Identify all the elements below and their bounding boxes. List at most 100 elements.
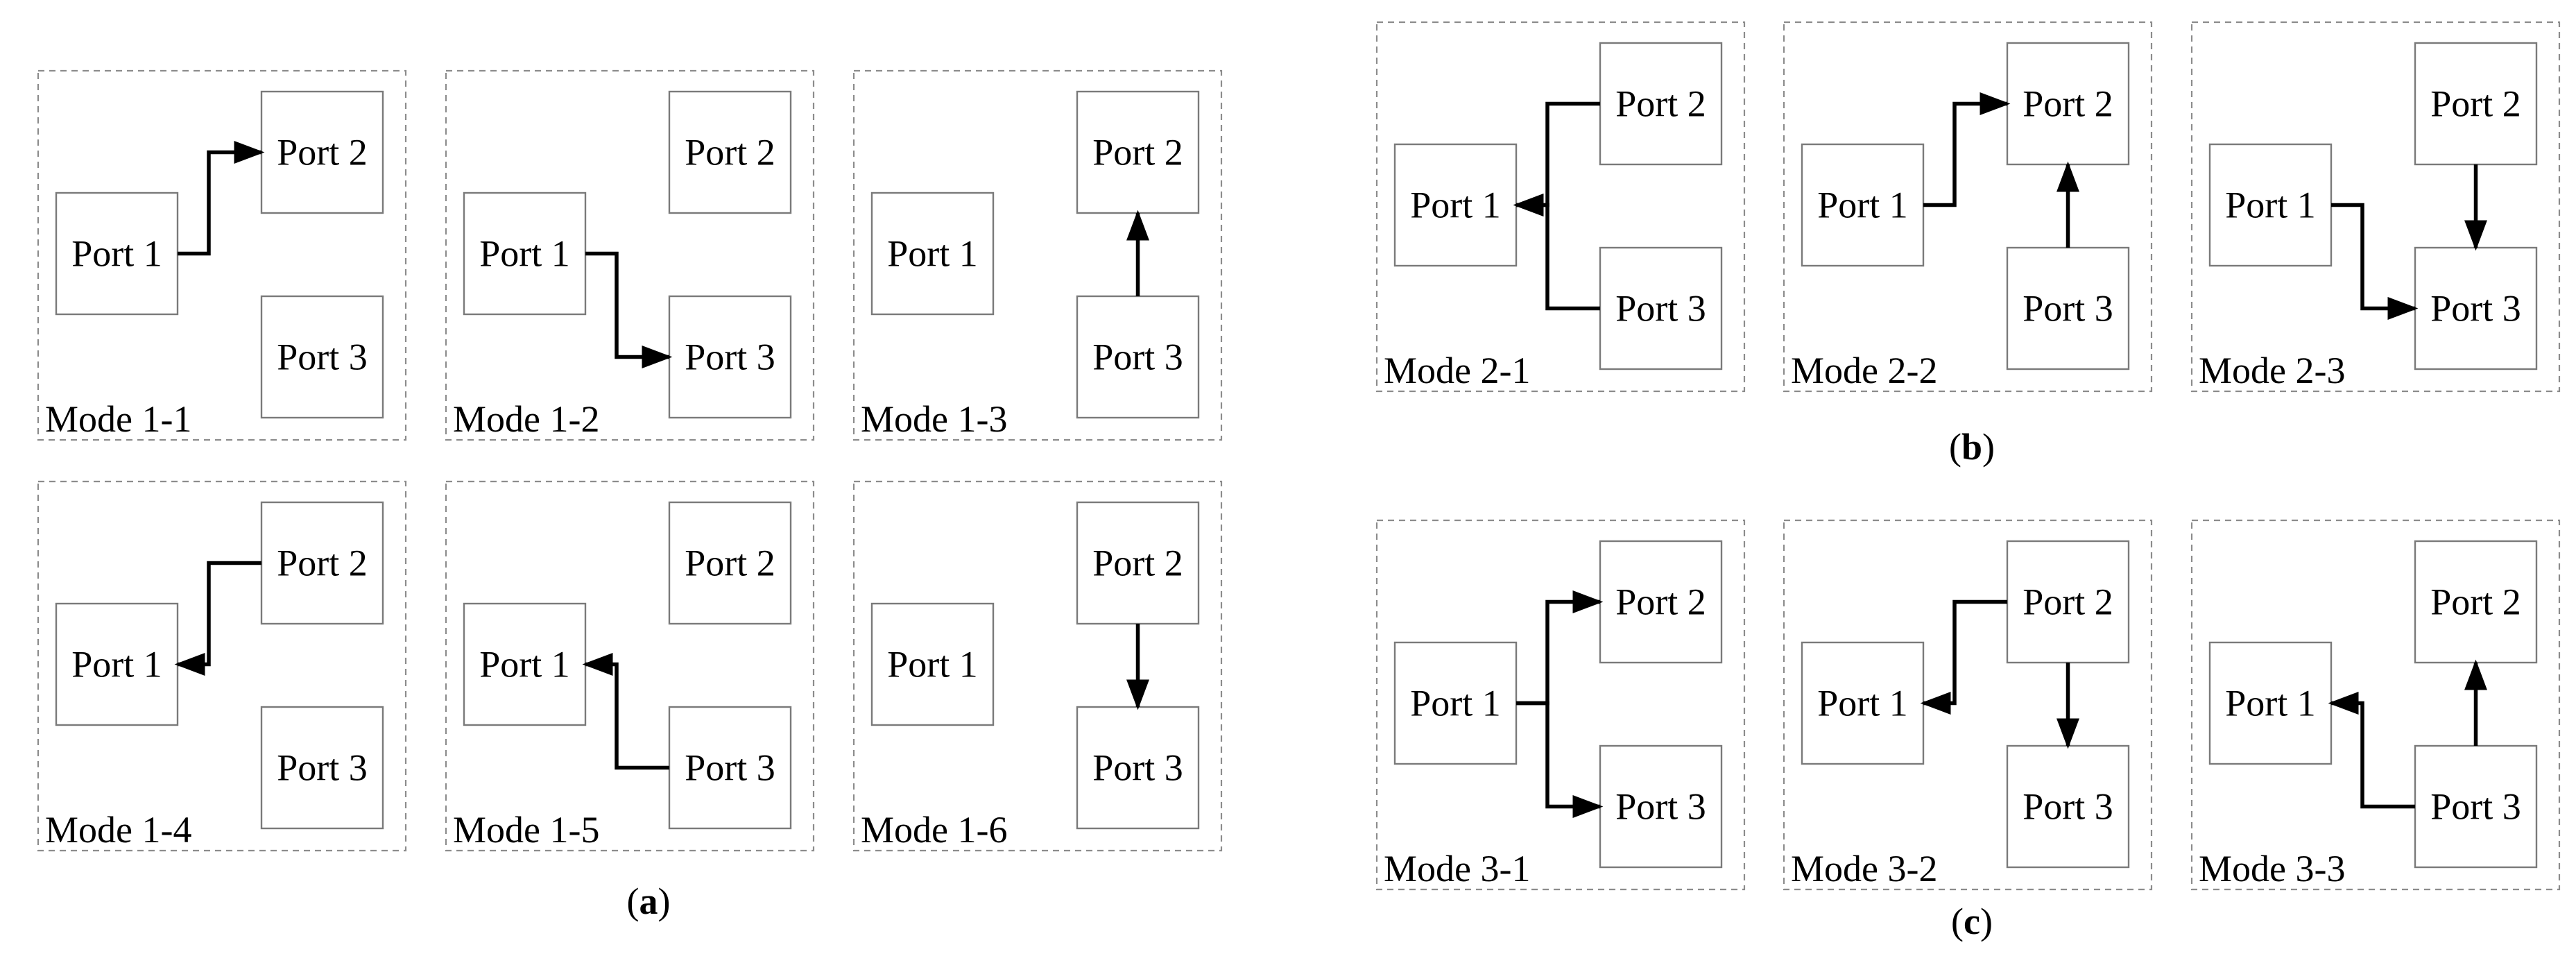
- port-port-3: Port 3: [1599, 246, 1723, 370]
- port-box: [668, 501, 792, 625]
- mode-label: Mode 3-1: [1384, 848, 1530, 889]
- port-port-2: Port 2: [1599, 540, 1723, 664]
- mode-label: Mode 1-3: [861, 398, 1007, 440]
- caption-letter: a: [639, 880, 658, 922]
- port-label: Port 1: [887, 644, 978, 685]
- mode-label: Mode 2-2: [1791, 350, 1937, 391]
- arrow-port-1-to-port-2: [1923, 92, 2011, 207]
- panel-mode-3-2: Port 1 Port 2 Port 3 Mode 3-2: [1783, 519, 2153, 891]
- panel-frame: [852, 69, 1223, 441]
- panel-frame: [37, 480, 407, 852]
- caption-letter: c: [1964, 901, 1980, 942]
- mode-label: Mode 1-6: [861, 809, 1007, 851]
- port-port-1: Port 1: [2208, 143, 2333, 267]
- port-label: Port 2: [2430, 581, 2521, 623]
- caption-letter: b: [1961, 426, 1982, 468]
- port-port-2: Port 2: [2414, 42, 2538, 166]
- port-port-2: Port 2: [2006, 42, 2130, 166]
- port-label: Port 1: [2225, 185, 2316, 226]
- port-label: Port 3: [277, 747, 368, 789]
- caption-close-paren: ): [1980, 901, 1993, 942]
- port-port-1: Port 1: [2208, 641, 2333, 765]
- mode-label: Mode 3-3: [2199, 848, 2345, 889]
- captions-layer: (a)(b)(c): [627, 426, 1995, 942]
- port-port-2: Port 2: [1076, 501, 1200, 625]
- port-box: [2208, 143, 2333, 267]
- port-port-3: Port 3: [1599, 744, 1723, 869]
- port-port-3: Port 3: [1076, 295, 1200, 419]
- port-label: Port 1: [1817, 185, 1908, 226]
- port-box: [1076, 295, 1200, 419]
- arrow-port-1-to-port-3: [585, 251, 673, 368]
- port-port-1: Port 1: [463, 191, 587, 316]
- caption-close-paren: ): [658, 880, 671, 922]
- port-label: Port 3: [277, 336, 368, 378]
- panel-frame: [1783, 21, 2153, 393]
- port-port-1: Port 1: [463, 602, 587, 726]
- arrow-port-3-to-port-1: [582, 653, 669, 770]
- caption-a: (a): [627, 880, 671, 922]
- port-box: [668, 90, 792, 214]
- port-port-3: Port 3: [260, 295, 384, 419]
- mode-label: Mode 3-2: [1791, 848, 1937, 889]
- panel-mode-2-2: Port 1 Port 2 Port 3 Mode 2-2: [1783, 21, 2153, 393]
- port-label: Port 2: [2023, 581, 2113, 623]
- port-box: [870, 602, 995, 726]
- panel-frame: [445, 480, 815, 852]
- mode-label: Mode 2-1: [1384, 350, 1530, 391]
- port-box: [1599, 744, 1723, 869]
- port-box: [463, 602, 587, 726]
- panel-frame: [852, 480, 1223, 852]
- port-label: Port 2: [277, 543, 368, 584]
- arrow-port-1-to-port-2: [1516, 590, 1604, 706]
- port-label: Port 2: [1615, 581, 1706, 623]
- port-box: [463, 191, 587, 316]
- port-port-3: Port 3: [260, 706, 384, 830]
- port-label: Port 1: [887, 233, 978, 275]
- mode-label: Mode 1-2: [453, 398, 599, 440]
- port-label: Port 1: [1817, 683, 1908, 724]
- port-label: Port 3: [2023, 288, 2113, 330]
- port-label: Port 2: [2023, 83, 2113, 125]
- port-label: Port 3: [685, 747, 775, 789]
- panel-frame: [1375, 519, 1746, 891]
- port-box: [55, 191, 179, 316]
- port-label: Port 1: [479, 233, 570, 275]
- port-port-3: Port 3: [668, 706, 792, 830]
- arrow-port-2-to-port-1: [1513, 101, 1600, 216]
- port-label: Port 3: [685, 336, 775, 378]
- port-label: Port 2: [277, 132, 368, 173]
- port-port-3: Port 3: [668, 295, 792, 419]
- port-label: Port 3: [1615, 288, 1706, 330]
- mode-label: Mode 2-3: [2199, 350, 2345, 391]
- port-label: Port 2: [1092, 132, 1183, 173]
- port-box: [2414, 42, 2538, 166]
- panel-frame: [2190, 519, 2561, 891]
- panel-frame: [2190, 21, 2561, 393]
- port-box: [260, 295, 384, 419]
- mode-label: Mode 1-5: [453, 809, 599, 851]
- port-label: Port 1: [1410, 185, 1501, 226]
- panel-frame: [445, 69, 815, 441]
- panel-mode-1-1: Port 1 Port 2 Port 3 Mode 1-1: [37, 69, 407, 441]
- port-port-1: Port 1: [55, 191, 179, 316]
- port-box: [1076, 501, 1200, 625]
- arrow-port-3-to-port-1: [1513, 194, 1600, 311]
- port-label: Port 2: [685, 543, 775, 584]
- port-box: [2208, 641, 2333, 765]
- port-box: [1393, 641, 1518, 765]
- port-label: Port 1: [1410, 683, 1501, 724]
- port-port-3: Port 3: [1076, 706, 1200, 830]
- mode-label: Mode 1-1: [45, 398, 191, 440]
- port-port-2: Port 2: [2006, 540, 2130, 664]
- port-port-3: Port 3: [2006, 744, 2130, 869]
- port-box: [260, 501, 384, 625]
- arrow-port-2-to-port-1: [1920, 599, 2007, 715]
- panel-frame: [1375, 21, 1746, 393]
- caption-open-paren: (: [1949, 426, 1961, 468]
